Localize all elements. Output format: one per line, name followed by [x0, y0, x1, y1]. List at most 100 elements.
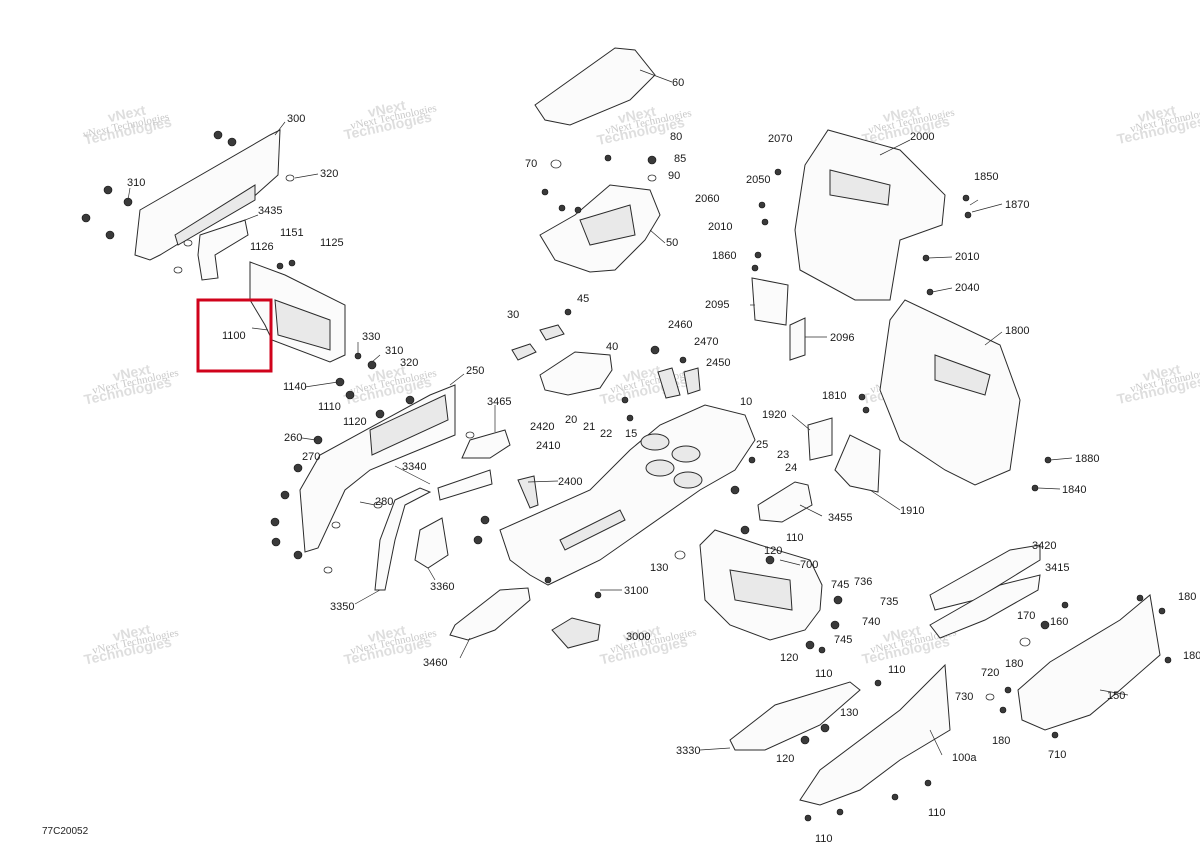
label-3340: 3340	[402, 461, 426, 473]
label-70: 70	[525, 158, 537, 170]
watermark-line1: vNext	[111, 361, 152, 385]
label-1870: 1870	[1005, 199, 1029, 211]
label-21: 21	[583, 421, 595, 433]
label-120: 120	[764, 545, 782, 557]
leader-lines	[127, 69, 1129, 756]
part-40-tray	[539, 351, 613, 396]
watermark-line1: vNext	[881, 622, 922, 646]
label-2460: 2460	[668, 319, 692, 331]
watermark-line1: vNext	[366, 362, 407, 386]
label-2410: 2410	[536, 440, 560, 452]
part-3435	[197, 219, 249, 281]
label-40: 40	[606, 341, 618, 353]
label-3100: 3100	[624, 585, 648, 597]
label-2070: 2070	[768, 133, 792, 145]
part-100a	[799, 663, 951, 806]
label-110c: 110	[888, 664, 906, 676]
label-2050: 2050	[746, 174, 770, 186]
label-2060: 2060	[695, 193, 719, 205]
label-1126: 1126	[250, 241, 274, 253]
label-30: 30	[507, 309, 519, 321]
part-1920	[807, 417, 833, 461]
label-3420: 3420	[1032, 540, 1056, 552]
label-1920: 1920	[762, 409, 786, 421]
label-25: 25	[756, 439, 768, 451]
label-10: 10	[740, 396, 752, 408]
label-735: 735	[880, 596, 898, 608]
watermark-line1: vNext	[366, 622, 407, 646]
label-24: 24	[785, 462, 797, 474]
watermark-line1: vNext	[106, 102, 147, 126]
watermark-line1: vNext	[1141, 361, 1182, 385]
label-1800: 1800	[1005, 325, 1029, 337]
part-3460	[449, 587, 531, 641]
watermark-line1: vNext	[1136, 102, 1177, 126]
part-3415	[929, 574, 1041, 639]
label-270: 270	[302, 451, 320, 463]
label-170: 170	[1017, 610, 1035, 622]
label-745: 745	[831, 579, 849, 591]
part-2450	[657, 367, 681, 399]
part-2096	[789, 317, 806, 361]
watermark-line1: vNext	[621, 362, 662, 386]
label-120b: 120	[780, 652, 798, 664]
part-3360	[414, 517, 449, 569]
label-745b: 745	[834, 634, 852, 646]
part-30-clip	[511, 343, 537, 361]
label-1151: 1151	[280, 227, 304, 239]
label-250: 250	[466, 365, 484, 377]
label-2010b: 2010	[955, 251, 979, 263]
label-2010: 2010	[708, 221, 732, 233]
label-310b: 310	[385, 345, 403, 357]
label-710: 710	[1048, 749, 1066, 761]
label-1140: 1140	[283, 381, 307, 393]
label-130: 130	[650, 562, 668, 574]
part-1910	[834, 434, 881, 493]
label-110b: 110	[815, 668, 833, 680]
label-1120: 1120	[343, 416, 367, 428]
part-3330	[729, 681, 861, 751]
parts-layer	[134, 47, 1161, 806]
part-3420	[929, 544, 1041, 611]
part-3340	[437, 469, 493, 501]
label-3465: 3465	[487, 396, 511, 408]
label-50: 50	[666, 237, 678, 249]
label-3455: 3455	[828, 512, 852, 524]
label-22: 22	[600, 428, 612, 440]
label-100a: 100a	[952, 752, 977, 764]
label-3330: 3330	[676, 745, 700, 757]
label-2420: 2420	[530, 421, 554, 433]
label-110e: 110	[815, 833, 833, 842]
label-60: 60	[672, 77, 684, 89]
label-740: 740	[862, 616, 880, 628]
label-320: 320	[320, 168, 338, 180]
watermark-line1: vNext	[621, 622, 662, 646]
part-2400	[517, 475, 539, 509]
label-110d: 110	[928, 807, 946, 819]
label-90: 90	[668, 170, 680, 182]
highlight-box-1100: 1100	[196, 298, 273, 373]
label-700: 700	[800, 559, 818, 571]
label-45: 45	[577, 293, 589, 305]
label-720: 720	[981, 667, 999, 679]
label-310: 310	[127, 177, 145, 189]
watermark-line1: vNext	[366, 97, 407, 121]
label-150: 150	[1107, 690, 1125, 702]
label-2000: 2000	[910, 131, 934, 143]
label-330: 330	[362, 331, 380, 343]
label-2040: 2040	[955, 282, 979, 294]
part-2095	[751, 277, 789, 326]
diagram-code: 77C20052	[42, 826, 89, 837]
label-85: 85	[674, 153, 686, 165]
label-300: 300	[287, 113, 305, 125]
label-3360: 3360	[430, 581, 454, 593]
label-3350: 3350	[330, 601, 354, 613]
part-1800	[879, 299, 1021, 486]
label-15: 15	[625, 428, 637, 440]
label-1110: 1110	[318, 401, 341, 413]
label-1880: 1880	[1075, 453, 1099, 465]
label-2400: 2400	[558, 476, 582, 488]
label-1840: 1840	[1062, 484, 1086, 496]
part-150	[1017, 594, 1161, 731]
